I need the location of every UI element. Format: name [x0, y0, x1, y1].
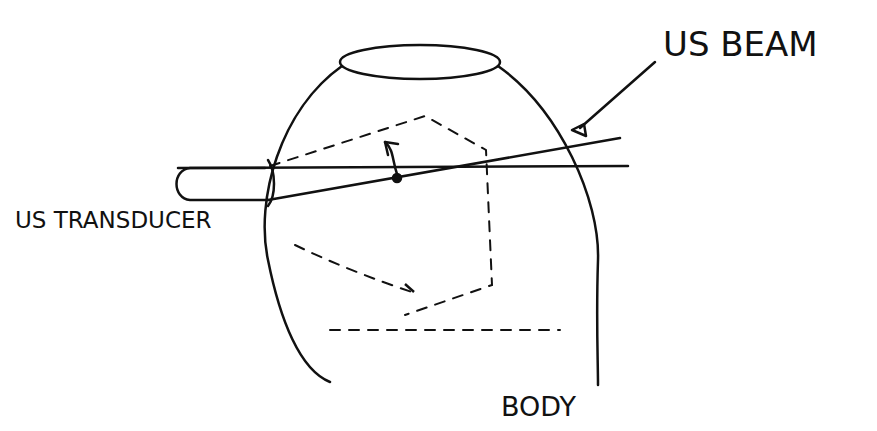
body-top	[340, 45, 500, 79]
rotation-arc	[385, 142, 397, 174]
label-text: US TRANSDUCER	[12, 208, 215, 233]
scan-region	[270, 116, 492, 315]
label-text: US BEAM	[660, 26, 821, 63]
beam-line	[268, 138, 620, 200]
body-right	[498, 66, 598, 385]
scan-region-bottom	[330, 329, 560, 331]
leader-line	[580, 62, 655, 128]
scan-region-lower	[295, 245, 412, 292]
rotation-head	[385, 142, 398, 155]
label-text: BODY	[498, 392, 579, 422]
transducer	[177, 168, 269, 200]
tick	[405, 284, 414, 292]
body-left	[265, 66, 342, 382]
